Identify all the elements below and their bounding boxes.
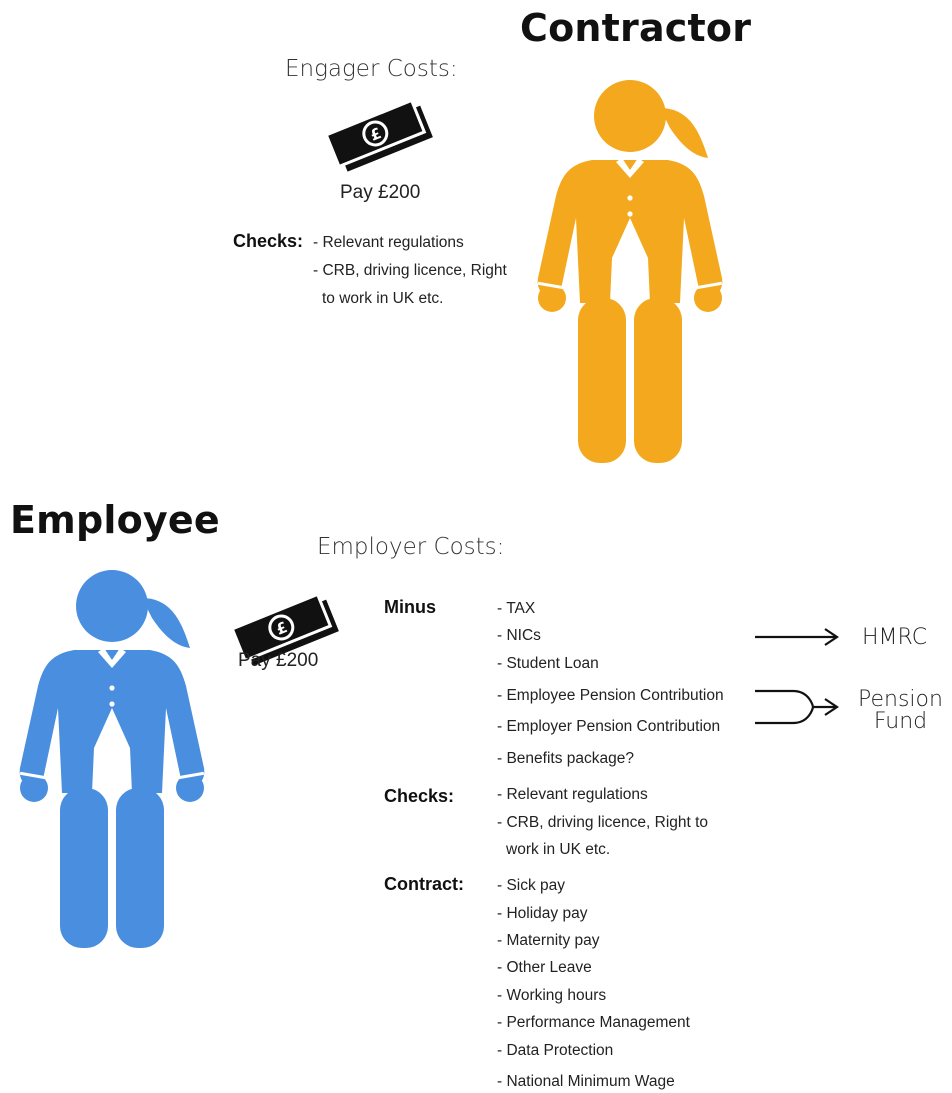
minus-item-employer-pension: - Employer Pension Contribution xyxy=(497,718,721,735)
arrow-to-pension-fund-icon xyxy=(755,689,839,725)
contract-item: - Other Leave xyxy=(497,959,592,976)
arrow-to-hmrc-icon xyxy=(755,628,839,646)
contractor-check-item: - CRB, driving licence, Right xyxy=(313,262,507,279)
contract-item: - Data Protection xyxy=(497,1042,614,1059)
hmrc-label: HMRC xyxy=(862,625,928,650)
contractor-pay: Pay £200 xyxy=(340,182,421,203)
employee-check-item: - CRB, driving licence, Right to xyxy=(497,814,709,831)
contract-item: - National Minimum Wage xyxy=(497,1073,675,1090)
contract-item: - Holiday pay xyxy=(497,905,588,922)
pension-fund-label: Pension Fund xyxy=(858,689,943,733)
contractor-check-item: to work in UK etc. xyxy=(322,290,444,307)
contract-item: - Working hours xyxy=(497,987,607,1004)
contractor-checks-label: Checks: xyxy=(233,231,304,251)
pound-banknote-icon: £ xyxy=(324,98,433,172)
minus-label: Minus xyxy=(384,597,436,617)
minus-item-tax: - TAX xyxy=(497,600,536,617)
engager-costs-heading: Engager Costs: xyxy=(285,56,458,82)
contract-item: - Maternity pay xyxy=(497,932,600,949)
employee-pay: Pay £200 xyxy=(238,650,319,671)
contract-item: - Sick pay xyxy=(497,877,566,894)
employee-woman-figure-icon xyxy=(19,570,205,948)
minus-item-nics: - NICs xyxy=(497,627,541,644)
contractor-woman-figure-icon xyxy=(537,80,723,463)
employer-costs-heading: Employer Costs: xyxy=(317,534,505,560)
contract-label: Contract: xyxy=(384,874,464,894)
minus-item-student-loan: - Student Loan xyxy=(497,655,599,672)
contractor-title: Contractor xyxy=(520,6,752,50)
contractor-check-item: - Relevant regulations xyxy=(313,234,464,251)
pension-fund-line1: Pension xyxy=(858,687,943,712)
minus-item-employee-pension: - Employee Pension Contribution xyxy=(497,687,724,704)
employee-check-item: work in UK etc. xyxy=(506,841,611,858)
employee-checks-label: Checks: xyxy=(384,786,455,806)
employee-title: Employee xyxy=(10,498,220,542)
pension-fund-line2: Fund xyxy=(873,709,928,734)
contract-item: - Performance Management xyxy=(497,1014,690,1031)
employee-check-item: - Relevant regulations xyxy=(497,786,648,803)
pound-banknote-icon: £ xyxy=(230,592,339,666)
minus-item-benefits: - Benefits package? xyxy=(497,750,635,767)
